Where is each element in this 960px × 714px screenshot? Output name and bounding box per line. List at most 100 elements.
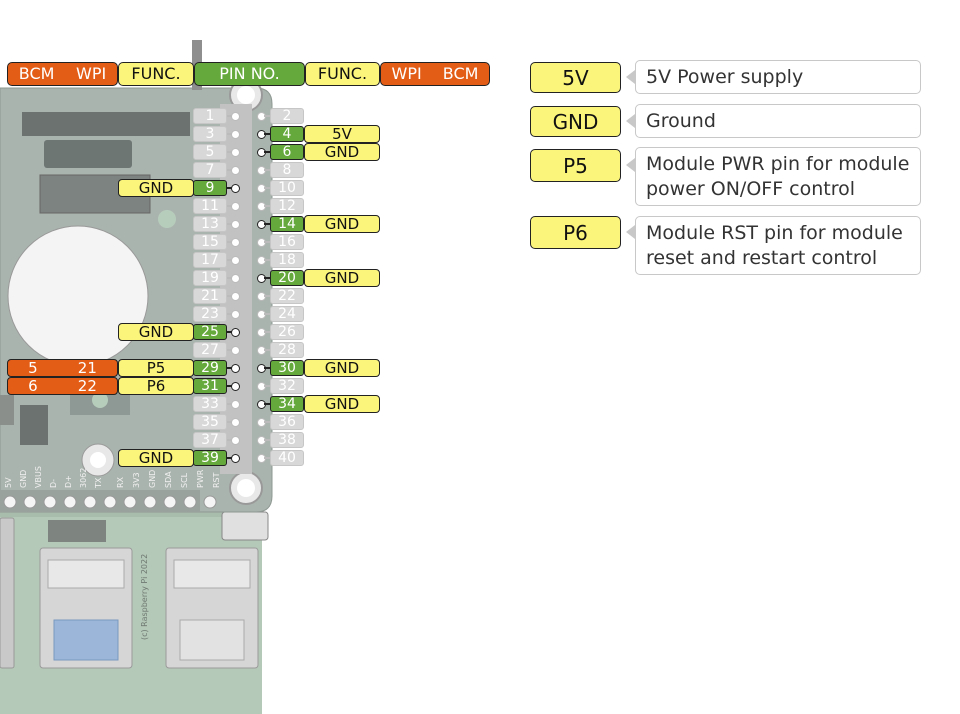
header-left-wpi: WPI (76, 64, 107, 83)
pin-14: 14 (270, 216, 304, 232)
pin-lead (264, 367, 270, 369)
pin-pad (257, 364, 266, 373)
pin-pad (231, 148, 240, 157)
silk-label: GND (19, 469, 28, 488)
legend-key-p6: P6 (530, 216, 621, 249)
pin-33: 33 (193, 396, 227, 412)
pin-pad (257, 346, 266, 355)
bcm-number: 5 (28, 358, 38, 377)
pin-26: 26 (270, 324, 304, 340)
pin-28: 28 (270, 342, 304, 358)
pin-15: 15 (193, 234, 227, 250)
pin-pad (231, 220, 240, 229)
pin-pad (231, 454, 240, 463)
pin-pad (257, 220, 266, 229)
pin-lead (264, 421, 270, 423)
pin-pad (257, 202, 266, 211)
pin-38: 38 (270, 432, 304, 448)
function-label-pin-39: GND (118, 449, 194, 467)
pin-lead (264, 115, 270, 117)
pin-10: 10 (270, 180, 304, 196)
pin-13: 13 (193, 216, 227, 232)
pin-pad (231, 202, 240, 211)
pin-lead (227, 367, 233, 369)
legend-desc-gnd: Ground (635, 104, 921, 138)
wpi-number: 22 (77, 376, 97, 395)
silk-label: 3V3 (132, 472, 141, 488)
pin-lead (264, 313, 270, 315)
pin-lead (227, 187, 233, 189)
header-left-bcm: BCM (18, 64, 55, 83)
wpi-number: 21 (77, 358, 97, 377)
pin-pad (257, 328, 266, 337)
pin-pad (231, 238, 240, 247)
pin-pad (257, 184, 266, 193)
silk-label: D+ (64, 475, 73, 488)
legend-desc-5v: 5V Power supply (635, 60, 921, 94)
pin-9: 9 (193, 180, 227, 196)
pin-lead (227, 349, 233, 351)
pin-lead (227, 115, 233, 117)
silk-label: GND (148, 469, 157, 488)
pin-lead (227, 457, 233, 459)
pin-lead (227, 205, 233, 207)
silk-label: RX (116, 476, 125, 488)
pin-39: 39 (193, 450, 227, 466)
pin-pad (231, 166, 240, 175)
pin-lead (264, 169, 270, 171)
pin-pad (257, 310, 266, 319)
pin-pad (257, 112, 266, 121)
pin-18: 18 (270, 252, 304, 268)
pin-pad (231, 346, 240, 355)
pin-pad (231, 364, 240, 373)
pin-12: 12 (270, 198, 304, 214)
pin-4: 4 (270, 126, 304, 142)
silk-label: 5V (4, 477, 13, 488)
silk-label: SDA (164, 471, 173, 488)
function-label-pin-30: GND (304, 359, 380, 377)
header-right-wpi-bcm: WPI BCM (380, 62, 490, 86)
pin-lead (227, 259, 233, 261)
pin-lead (227, 421, 233, 423)
pin-22: 22 (270, 288, 304, 304)
pin-pad (231, 292, 240, 301)
pin-lead (264, 349, 270, 351)
legend-desc-p5: Module PWR pin for module power ON/OFF c… (635, 147, 921, 206)
silk-label: RST (212, 472, 221, 488)
pin-lead (264, 259, 270, 261)
pin-pad (257, 274, 266, 283)
pin-pad (231, 400, 240, 409)
pin-21: 21 (193, 288, 227, 304)
pin-pad (257, 400, 266, 409)
silk-label: 3062 (79, 467, 88, 488)
pin-20: 20 (270, 270, 304, 286)
pin-pad (257, 436, 266, 445)
pin-pad (231, 418, 240, 427)
pin-lead (264, 151, 270, 153)
pin-pad (257, 166, 266, 175)
pin-23: 23 (193, 306, 227, 322)
pin-lead (227, 331, 233, 333)
pin-3: 3 (193, 126, 227, 142)
pin-lead (227, 151, 233, 153)
function-label-pin-14: GND (304, 215, 380, 233)
function-label-pin-6: GND (304, 143, 380, 161)
pin-lead (227, 223, 233, 225)
pin-lead (227, 439, 233, 441)
header-left-func: FUNC. (118, 62, 194, 86)
legend-key-5v: 5V (530, 62, 621, 93)
pin-lead (227, 403, 233, 405)
pin-lead (227, 169, 233, 171)
pin-6: 6 (270, 144, 304, 160)
pin-1: 1 (193, 108, 227, 124)
silk-label: VBUS (34, 466, 43, 488)
pin-7: 7 (193, 162, 227, 178)
pin-pad (257, 292, 266, 301)
legend-desc-p6: Module RST pin for module reset and rest… (635, 216, 921, 275)
legend-key-gnd: GND (530, 106, 621, 137)
function-label-pin-29: P5 (118, 359, 194, 377)
legend-pointer (626, 70, 635, 84)
function-label-pin-9: GND (118, 179, 194, 197)
function-label-pin-20: GND (304, 269, 380, 287)
